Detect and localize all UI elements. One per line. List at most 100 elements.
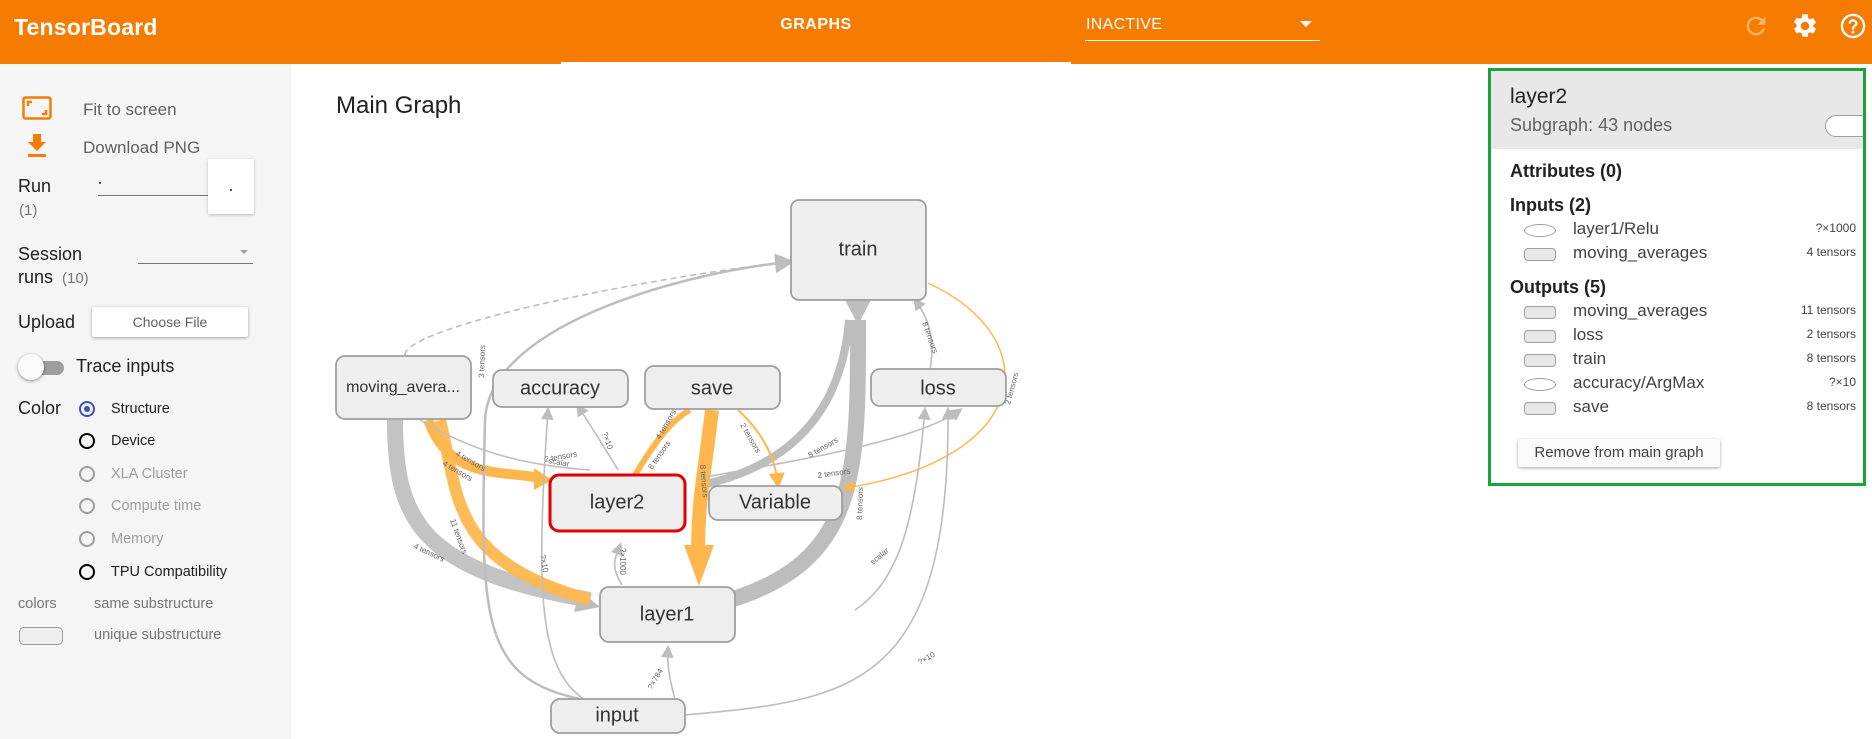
edge-label: ?×784	[646, 667, 665, 691]
radio-tpu-compatibility-label: TPU Compatibility	[111, 564, 228, 580]
output-item-name: moving_averages	[1573, 301, 1708, 320]
info-panel-subtitle: Subgraph: 43 nodes	[1510, 115, 1673, 135]
edge-moving-to-layer2	[423, 418, 541, 483]
node-moving-averages-label: moving_avera...	[346, 379, 460, 396]
run-label: Run	[18, 176, 52, 196]
radio-xla-cluster[interactable]	[79, 466, 95, 482]
input-item-name: moving_averages	[1573, 243, 1708, 262]
edge-label: ?×10	[917, 650, 938, 667]
subgraph-node-icon	[1524, 354, 1556, 367]
radio-structure-label: Structure	[111, 401, 170, 417]
legend-colors-label: colors	[18, 596, 57, 612]
output-item-size: ?×10	[1828, 375, 1856, 389]
input-item[interactable]: moving_averages 4 tensors	[1491, 243, 1863, 265]
output-item[interactable]: loss 2 tensors	[1491, 325, 1863, 347]
edge-label: 3 tensors	[477, 345, 487, 378]
output-item[interactable]: accuracy/ArgMax ?×10	[1491, 373, 1863, 395]
node-layer1[interactable]: layer1	[599, 586, 736, 643]
legend-unique-substructure: unique substructure	[94, 627, 222, 643]
trace-inputs-toggle-knob[interactable]	[18, 354, 44, 380]
collapse-chevron-icon[interactable]: ⌃	[1860, 81, 1863, 106]
node-train-label: train	[839, 238, 878, 260]
fit-screen-icon[interactable]	[22, 96, 52, 120]
edge-control-dep	[404, 256, 789, 356]
run-option-dot	[230, 189, 232, 191]
arrow-train	[843, 296, 873, 325]
session-runs-select[interactable]	[138, 263, 253, 264]
node-train[interactable]: train	[790, 199, 927, 301]
tab-graphs[interactable]: GRAPHS	[561, 0, 1071, 64]
edge-save-to-variable	[737, 409, 785, 489]
edge-label: 8 tensors	[698, 464, 710, 498]
choose-file-button[interactable]: Choose File	[92, 307, 248, 337]
node-moving-averages[interactable]: moving_avera...	[335, 355, 472, 420]
node-layer2[interactable]: layer2	[548, 473, 687, 533]
download-png-button[interactable]: Download PNG	[83, 138, 201, 157]
radio-xla-cluster-label: XLA Cluster	[111, 466, 188, 482]
fit-to-screen-button[interactable]: Fit to screen	[83, 100, 177, 119]
graph-controls-sidebar: Fit to screen Download PNG Run (1) Sessi…	[0, 64, 291, 739]
inputs-heading: Inputs (2)	[1510, 195, 1591, 215]
edge-label: ?×10	[538, 554, 550, 574]
inactive-select-value: INACTIVE	[1086, 16, 1163, 33]
node-save[interactable]: save	[644, 365, 781, 410]
run-select-menu[interactable]	[208, 159, 254, 214]
arrow-orange-layer2	[534, 468, 552, 490]
output-item-name: train	[1573, 349, 1607, 368]
edge-label: ?×1000	[618, 548, 627, 575]
graph-canvas[interactable]: 3 tensors 4 tensors 4 tensors 4 tensors …	[291, 64, 1487, 739]
output-item-name: save	[1573, 397, 1609, 416]
node-variable[interactable]: Variable	[708, 485, 843, 521]
gear-icon[interactable]	[1791, 12, 1819, 40]
top-app-bar: TensorBoard GRAPHS INACTIVE	[0, 0, 1872, 64]
download-icon[interactable]	[26, 132, 48, 158]
input-item-size: ?×1000	[1815, 221, 1856, 235]
node-loss-label: loss	[920, 377, 956, 399]
refresh-icon[interactable]	[1742, 12, 1770, 40]
edge-layer2-to-train	[701, 319, 853, 489]
help-icon[interactable]	[1839, 12, 1867, 40]
edge-moving-to-layer1	[387, 419, 592, 608]
legend-unique-swatch	[19, 627, 63, 645]
output-item[interactable]: moving_averages 11 tensors	[1491, 301, 1863, 323]
edge-label: scalar	[869, 546, 891, 567]
run-select[interactable]	[98, 195, 208, 196]
run-select-value-dot	[99, 182, 101, 184]
radio-device[interactable]	[79, 433, 95, 449]
output-item-name: accuracy/ArgMax	[1573, 373, 1705, 392]
node-input[interactable]: input	[550, 698, 686, 734]
node-layer1-label: layer1	[640, 603, 694, 625]
inactive-dashboards-select[interactable]: INACTIVE	[1085, 12, 1320, 41]
node-loss[interactable]: loss	[870, 368, 1007, 407]
edge-input-to-loss	[684, 406, 955, 716]
output-item[interactable]: train 8 tensors	[1491, 349, 1863, 371]
op-node-icon	[1524, 378, 1556, 391]
edge-input-to-accuracy	[540, 406, 586, 701]
node-variable-label: Variable	[739, 491, 811, 513]
radio-memory[interactable]	[79, 531, 95, 547]
node-input-label: input	[595, 704, 639, 726]
dropdown-arrow-icon	[1300, 21, 1312, 27]
session-runs-label: Session	[18, 244, 83, 264]
input-item-name: layer1/Relu	[1573, 219, 1659, 238]
subgraph-node-icon	[1524, 248, 1556, 261]
trace-inputs-label: Trace inputs	[76, 356, 175, 376]
input-item[interactable]: layer1/Relu ?×1000	[1491, 219, 1863, 241]
main-graph-title: Main Graph	[336, 92, 462, 119]
radio-compute-time-label: Compute time	[111, 498, 202, 514]
remove-from-main-graph-button[interactable]: Remove from main graph	[1518, 439, 1720, 467]
node-accuracy-label: accuracy	[520, 377, 600, 399]
app-title: TensorBoard	[14, 14, 158, 40]
node-accuracy[interactable]: accuracy	[492, 369, 629, 408]
input-item-size: 4 tensors	[1806, 245, 1856, 259]
output-item-size: 2 tensors	[1806, 327, 1856, 341]
expand-toggle-button[interactable]	[1825, 115, 1863, 137]
edge-label: 2 tensors	[738, 422, 762, 455]
radio-compute-time[interactable]	[79, 498, 95, 514]
radio-tpu-compatibility[interactable]	[79, 564, 95, 580]
upload-label: Upload	[18, 312, 76, 332]
output-item[interactable]: save 8 tensors	[1491, 397, 1863, 419]
radio-structure[interactable]	[79, 401, 95, 417]
edge-label: ?×10	[600, 431, 615, 452]
tab-graphs-label: GRAPHS	[780, 16, 852, 33]
